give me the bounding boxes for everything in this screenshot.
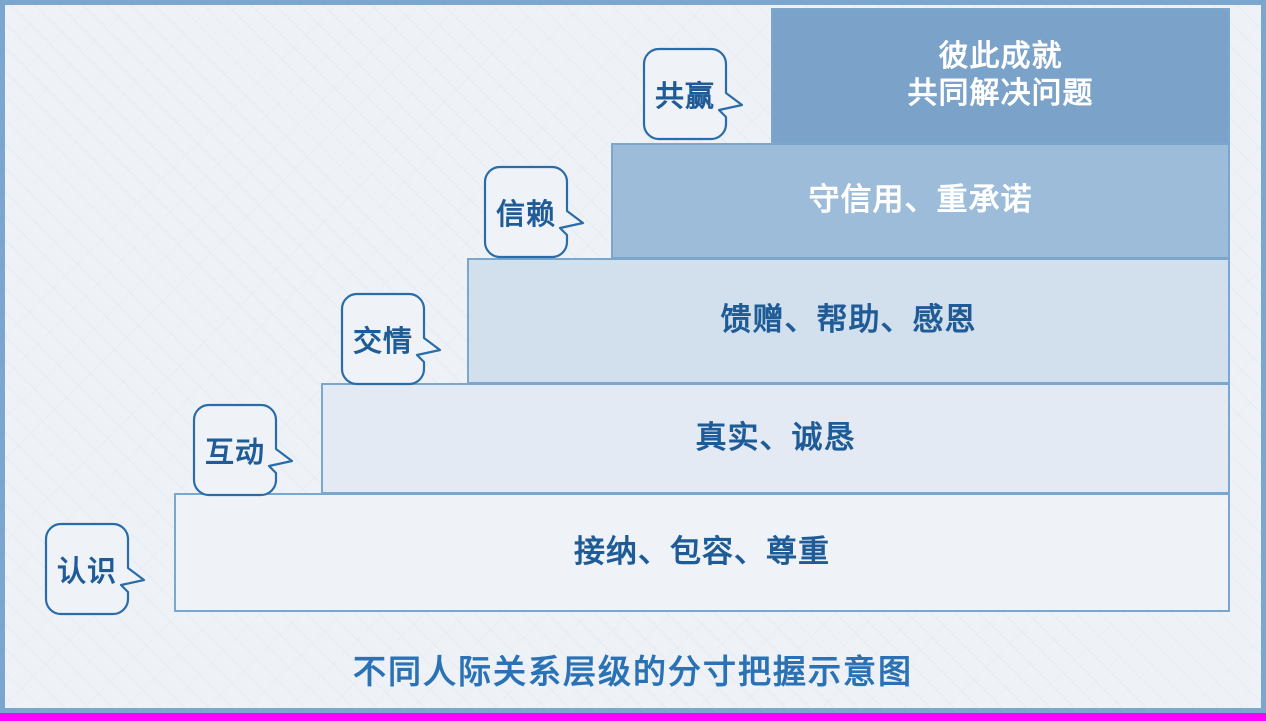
speech-bubble-icon bbox=[192, 403, 294, 497]
step-2-content: 真实、诚恳 bbox=[695, 419, 856, 456]
callout-level-4[interactable]: 信赖 bbox=[483, 165, 585, 259]
callout-level-1[interactable]: 认识 bbox=[44, 522, 146, 616]
step-3-content: 馈赠、帮助、感恩 bbox=[720, 302, 977, 339]
step-5-content: 彼此成就 共同解决问题 bbox=[907, 39, 1094, 111]
callout-level-5[interactable]: 共赢 bbox=[642, 47, 744, 141]
speech-bubble-icon bbox=[44, 522, 146, 616]
diagram-title: 不同人际关系层级的分寸把握示意图 bbox=[353, 652, 913, 691]
speech-bubble-icon bbox=[340, 292, 442, 386]
speech-bubble-icon bbox=[483, 165, 585, 259]
step-4-content: 守信用、重承诺 bbox=[808, 182, 1033, 219]
step-level-4[interactable]: 守信用、重承诺 bbox=[611, 143, 1230, 259]
callout-level-3[interactable]: 交情 bbox=[340, 292, 442, 386]
callout-level-2[interactable]: 互动 bbox=[192, 403, 294, 497]
step-level-5[interactable]: 彼此成就 共同解决问题 bbox=[771, 8, 1230, 144]
bottom-accent-strip bbox=[0, 713, 1266, 721]
step-1-content: 接纳、包容、尊重 bbox=[574, 533, 830, 570]
step-level-1[interactable]: 接纳、包容、尊重 bbox=[174, 493, 1230, 612]
step-level-2[interactable]: 真实、诚恳 bbox=[321, 383, 1230, 494]
step-level-3[interactable]: 馈赠、帮助、感恩 bbox=[467, 258, 1230, 384]
speech-bubble-icon bbox=[642, 47, 744, 141]
